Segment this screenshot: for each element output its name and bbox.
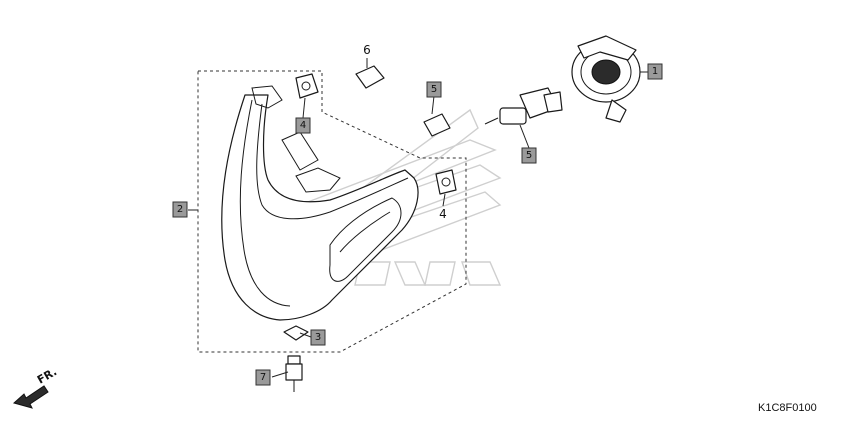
callout-6-plain: 6 <box>363 43 371 57</box>
nut-part-3 <box>283 325 309 341</box>
diagram-code: K1C8F0100 <box>758 402 817 414</box>
leader-lines <box>188 58 648 378</box>
callout-4-plain: 4 <box>439 207 447 221</box>
callout-4-box: 4 <box>295 117 311 134</box>
clip-part-6-lower <box>423 113 451 137</box>
callout-5-box: 5 <box>521 147 537 164</box>
bolt-part-7 <box>285 355 303 392</box>
callout-2-label: 2 <box>177 204 183 215</box>
callout-5-top: 5 <box>426 81 442 98</box>
front-arrow-icon <box>12 385 49 409</box>
callout-1-label: 1 <box>652 66 658 77</box>
grommet-part-4-upper <box>295 73 319 99</box>
callout-7: 7 <box>255 369 271 386</box>
callout-7-label: 7 <box>260 372 266 383</box>
callout-2: 2 <box>172 201 188 218</box>
callout-3: 3 <box>310 329 326 346</box>
front-arrow: FR. <box>12 365 59 409</box>
assembly-boundary <box>197 70 467 353</box>
callout-4-plain-label: 4 <box>439 207 447 221</box>
callout-5-box-label: 5 <box>526 150 532 161</box>
headlight-bulb <box>484 87 563 125</box>
callout-1: 1 <box>647 63 663 80</box>
callout-5-top-label: 5 <box>431 84 437 95</box>
grommet-part-4-right <box>435 169 457 195</box>
front-label: FR. <box>35 365 59 386</box>
callout-4-box-label: 4 <box>300 120 306 131</box>
callout-6-plain-label: 6 <box>363 43 371 57</box>
socket-cover <box>571 35 641 123</box>
clip-part-6 <box>355 65 385 89</box>
callout-3-label: 3 <box>315 332 321 343</box>
headlight-assembly <box>221 85 419 321</box>
